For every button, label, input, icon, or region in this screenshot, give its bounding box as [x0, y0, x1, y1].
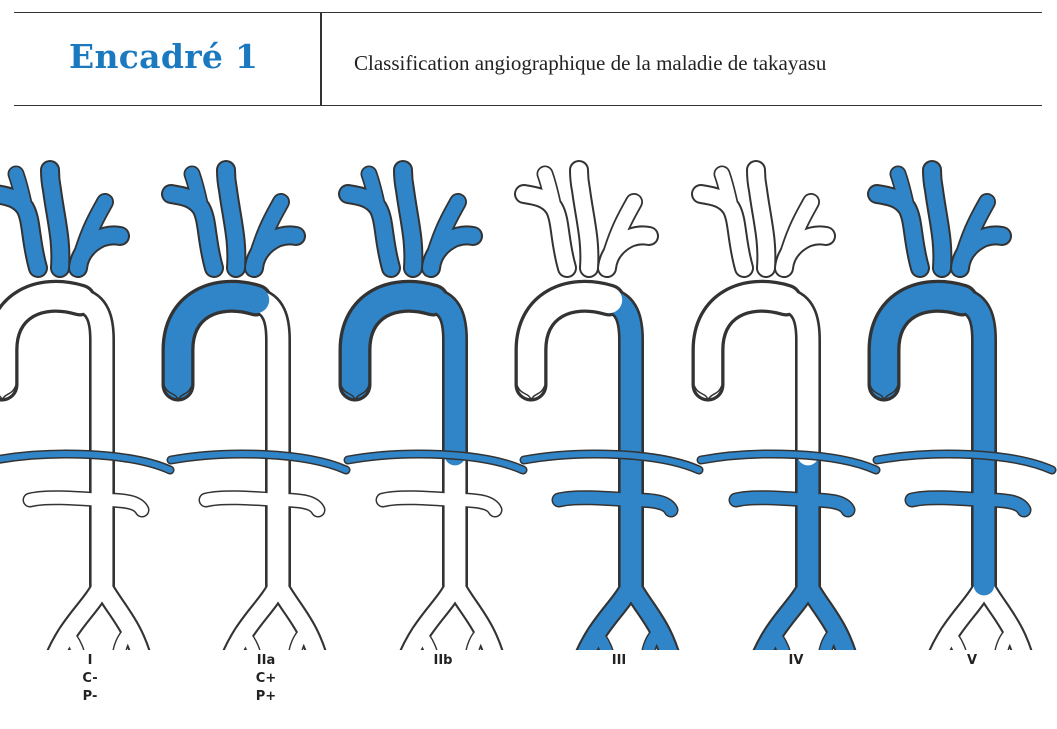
ascending_aorta-segment [694, 283, 800, 399]
aorta-type-IIb [338, 160, 528, 650]
diaphragm-line [168, 451, 349, 473]
type-label-main: V [966, 653, 978, 668]
diaphragm-line [0, 451, 173, 473]
iliac_arteries-segment [113, 626, 136, 650]
renal_arteries-segment [625, 494, 677, 516]
type-label-IV: IV [746, 652, 846, 670]
arch_branches-segment [246, 194, 289, 276]
ascending-aorta-root [693, 384, 723, 403]
arch_branches-segment [423, 194, 466, 276]
renal_arteries-segment [377, 491, 461, 506]
ascending-aorta-root [0, 384, 17, 403]
aorta-type-III [514, 160, 704, 650]
type-label-main: I [87, 653, 93, 668]
type-label-main: IIa [256, 653, 276, 668]
iliac_arteries-segment [642, 626, 665, 650]
type-label-sub: P- [82, 689, 98, 704]
type-label-IIb: IIb [393, 652, 493, 670]
arch_branches-segment [9, 167, 32, 215]
iliac_arteries-segment [995, 626, 1018, 650]
ascending-aorta-root [163, 384, 193, 403]
ascending_aorta-segment [517, 283, 623, 399]
box-title: Encadré 1 [69, 37, 259, 76]
renal_arteries-segment [978, 494, 1030, 516]
arch_branches-segment [42, 162, 69, 276]
renal_arteries-segment [553, 491, 637, 506]
ascending-aorta-root [516, 384, 546, 403]
diaphragm-line [521, 451, 702, 473]
iliac_arteries-segment [819, 626, 842, 650]
iliac_arteries-segment [59, 626, 84, 650]
iliac_arteries-segment [765, 626, 790, 650]
diaphragm-line [874, 451, 1055, 473]
arch_branches-segment [70, 194, 113, 276]
diaphragm-line [345, 451, 526, 473]
type-label-sub: C- [82, 671, 98, 686]
aorta-type-IV [691, 160, 881, 650]
header-divider [320, 13, 322, 105]
aorta-type-I [0, 160, 175, 650]
renal_arteries-segment [200, 491, 284, 506]
ascending-aorta-root [340, 384, 370, 403]
type-label-main: IIb [433, 653, 453, 668]
arch_branches-segment [218, 162, 245, 276]
box-caption: Classification angiographique de la mala… [354, 51, 827, 75]
type-label-V: V [922, 652, 1022, 670]
arch_branches-segment [748, 162, 775, 276]
arch_branches-segment [952, 194, 995, 276]
renal_arteries-segment [906, 491, 990, 506]
arch_branches-segment [891, 167, 914, 215]
arch_branches-segment [538, 167, 561, 215]
ascending_aorta-segment [870, 283, 976, 399]
type-label-main: III [611, 653, 627, 668]
ascending_aorta-segment [341, 283, 447, 399]
aorta-type-IIa [161, 160, 351, 650]
arch_branches-segment [715, 167, 738, 215]
renal_arteries-segment [449, 494, 501, 516]
iliac_arteries-segment [941, 626, 966, 650]
arch_branches-segment [362, 167, 385, 215]
arch_branches-segment [599, 194, 642, 276]
arch_branches-segment [395, 162, 422, 276]
type-label-sub: C+ [255, 671, 277, 686]
renal_arteries-segment [96, 494, 148, 516]
ascending_aorta-segment [0, 283, 94, 399]
renal_arteries-segment [272, 494, 324, 516]
renal_arteries-segment [802, 494, 854, 516]
iliac_arteries-segment [289, 626, 312, 650]
iliac_arteries-segment [588, 626, 613, 650]
arch_branches-segment [924, 162, 951, 276]
ascending_aorta-segment [164, 283, 270, 399]
arch_branches-segment [185, 167, 208, 215]
renal_arteries-segment [24, 491, 108, 506]
ascending-aorta-root [869, 384, 899, 403]
type-label-main: IV [788, 653, 804, 668]
iliac_arteries-segment [466, 626, 489, 650]
renal_arteries-segment [730, 491, 814, 506]
type-label-III: III [569, 652, 669, 670]
aorta-type-V [867, 160, 1057, 650]
arch_branches-segment [776, 194, 819, 276]
arch_branches-segment [571, 162, 598, 276]
iliac_arteries-segment [412, 626, 437, 650]
type-label-I: I C- P- [40, 652, 140, 706]
iliac_arteries-segment [235, 626, 260, 650]
type-label-sub: P+ [255, 689, 277, 704]
diaphragm-line [698, 451, 879, 473]
box-header: Encadré 1 Classification angiographique … [14, 12, 1042, 106]
takayasu-classification-diagram [0, 160, 1057, 650]
